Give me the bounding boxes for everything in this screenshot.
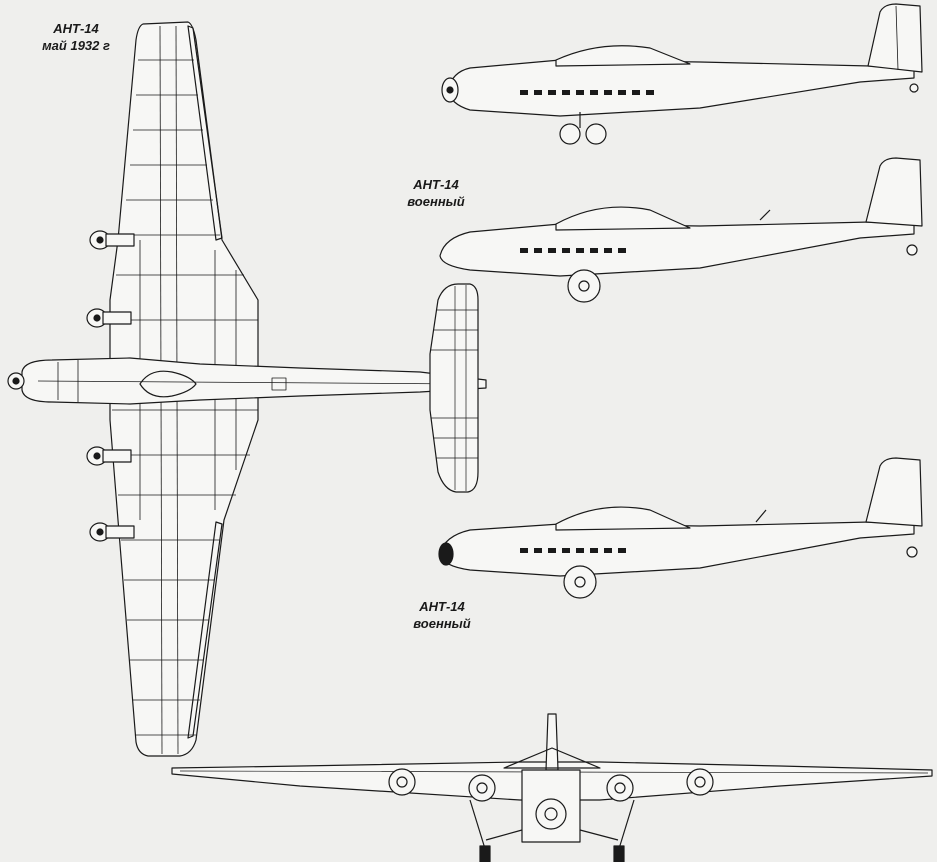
side-view-civil-windows <box>520 90 654 95</box>
caption-side-view-military-2-variant: военный <box>413 616 471 631</box>
front-view-landing-gear <box>469 799 635 853</box>
plan-view-tailplane-ribs <box>431 285 478 491</box>
plan-view-hatch <box>271 377 287 391</box>
front-view-wheel-right <box>613 845 625 862</box>
side-view-civil-tailwheel <box>909 83 919 93</box>
side-view-military-1-wheel-hub <box>578 280 590 292</box>
side-view-military-2-wheel-hub <box>574 576 586 588</box>
side-view-military-1-gun <box>759 209 771 221</box>
plan-view-engine-1 <box>89 230 135 250</box>
front-view-engines <box>388 768 714 802</box>
front-view-fin <box>545 713 559 771</box>
side-view-military-2-nose-dome <box>438 542 454 566</box>
side-view-civil-wing-root <box>555 45 691 67</box>
caption-side-view-military-2-model: АНТ-14 <box>419 599 465 614</box>
plan-view-aileron-upper <box>187 25 223 241</box>
side-view-military-1 <box>439 157 923 303</box>
plan-view-engine-2 <box>86 308 132 328</box>
side-view-military-2-fuselage <box>439 521 915 577</box>
front-view-nose-engine-hub <box>544 807 558 821</box>
side-view-military-2-fin <box>865 457 923 527</box>
plan-view-aileron-lower <box>187 521 223 739</box>
side-view-military-1-wing-root <box>555 206 691 231</box>
plan-view <box>7 21 487 757</box>
plan-view-fuselage-centerline <box>37 380 471 385</box>
plan-view-engine-3 <box>86 446 132 466</box>
side-view-civil-spinner <box>446 86 454 94</box>
side-view-military-2-windows <box>520 548 626 553</box>
plan-view-wing-engines <box>86 230 135 542</box>
side-view-civil <box>441 3 923 145</box>
side-view-military-2-tailwheel <box>906 546 918 558</box>
caption-side-view-military-1: АНТ-14 военный <box>398 176 474 210</box>
side-view-civil-wheel-2 <box>585 123 607 145</box>
caption-plan-view-model: АНТ-14 <box>53 21 99 36</box>
front-view-wheel-left <box>479 845 491 862</box>
caption-side-view-military-1-model: АНТ-14 <box>413 177 459 192</box>
side-view-civil-rudder-line <box>895 5 899 71</box>
side-view-military-2-gun <box>755 509 767 523</box>
side-view-civil-wheel-1 <box>559 123 581 145</box>
side-view-military-2-wing-root <box>555 506 691 531</box>
plan-view-cockpit <box>139 370 197 398</box>
caption-side-view-military-2: АНТ-14 военный <box>404 598 480 632</box>
side-view-military-2 <box>438 457 923 599</box>
plan-view-tailplane <box>429 283 479 493</box>
side-view-military-1-fuselage <box>439 221 915 277</box>
side-view-military-1-windows <box>520 248 626 253</box>
plan-view-fuselage <box>21 357 487 405</box>
plan-view-engine-4 <box>89 522 135 542</box>
front-view <box>171 713 933 862</box>
side-view-civil-fuselage <box>447 59 915 117</box>
side-view-military-1-fin <box>865 157 923 227</box>
side-view-military-1-tailwheel <box>906 244 918 256</box>
caption-side-view-military-1-variant: военный <box>407 194 465 209</box>
caption-plan-view-date: май 1932 г <box>42 38 110 53</box>
caption-plan-view: АНТ-14 май 1932 г <box>20 20 132 54</box>
side-view-civil-fin <box>867 3 923 73</box>
plan-view-nose-engine-hub <box>12 377 20 385</box>
front-view-tailplane <box>503 747 601 769</box>
